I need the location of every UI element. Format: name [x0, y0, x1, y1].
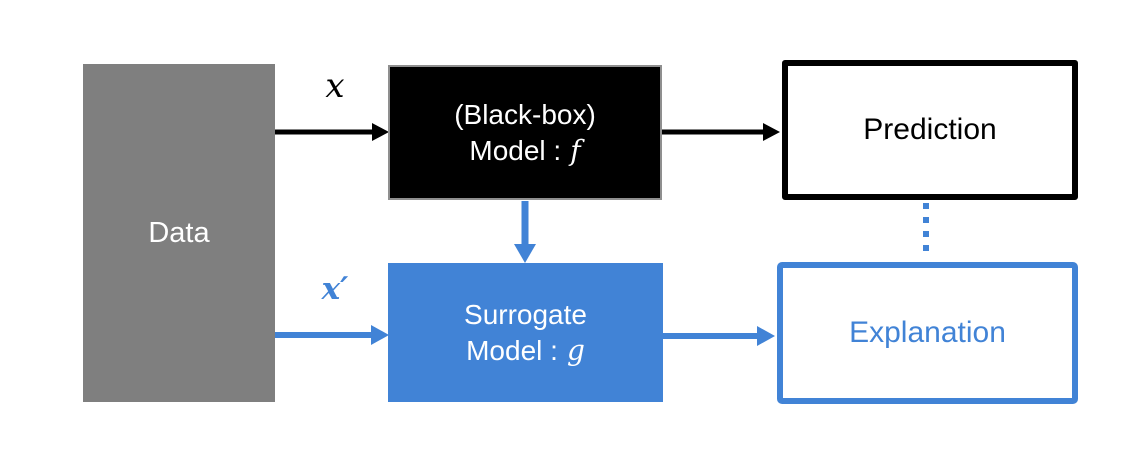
node-blackbox-model: (Black-box) Model :f: [388, 65, 662, 200]
surrogate-line2: Model :g: [466, 333, 585, 368]
edge-blackbox-to-surrogate: [514, 201, 536, 263]
node-prediction: Prediction: [782, 60, 1078, 200]
edge-blackbox-to-prediction: [662, 123, 780, 141]
edge-surrogate-to-explanation: [663, 326, 775, 346]
arrowhead-surrogate-to-explanation: [757, 326, 775, 346]
blackbox-line2-prefix: Model :: [469, 134, 562, 166]
blackbox-line2: Model :f: [469, 133, 580, 168]
node-explanation: Explanation: [777, 262, 1078, 404]
surrogate-line2-prefix: Model :: [466, 334, 558, 366]
edge-data-to-surrogate: [275, 325, 389, 345]
surrogate-symbol-g: g: [566, 333, 585, 367]
edge-label-x: x: [325, 66, 345, 106]
node-surrogate-model: Surrogate Model :g: [388, 263, 663, 402]
node-explanation-label: Explanation: [849, 316, 1006, 350]
surrogate-line1: Surrogate: [464, 299, 587, 331]
node-data: Data: [83, 64, 275, 402]
arrowhead-blackbox-to-surrogate: [514, 244, 536, 263]
arrowhead-data-to-blackbox: [372, 123, 389, 141]
node-prediction-label: Prediction: [863, 113, 997, 147]
arrowhead-blackbox-to-prediction: [763, 123, 780, 141]
blackbox-symbol-f: f: [570, 133, 581, 167]
edge-data-to-blackbox: [275, 123, 389, 141]
edge-label-x-prime: x′: [321, 271, 349, 307]
arrowhead-data-to-surrogate: [371, 325, 389, 345]
node-data-label: Data: [148, 216, 210, 249]
blackbox-line1: (Black-box): [454, 99, 596, 131]
